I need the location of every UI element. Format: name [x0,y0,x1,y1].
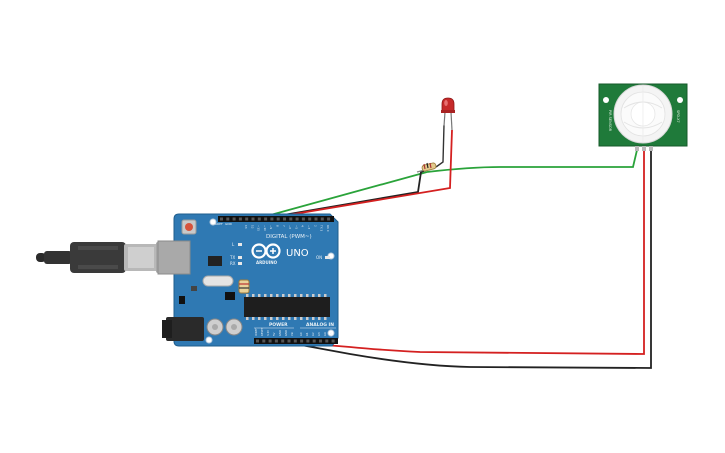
analog-pin-label: A3 [317,332,321,336]
wires [247,124,652,369]
digital-pin-label: ~6 [288,225,292,229]
header-pin-hole[interactable] [257,217,261,221]
header-pin-hole[interactable] [226,217,230,221]
header-pin-hole[interactable] [312,339,316,343]
header-pin-hole[interactable] [220,217,223,221]
digital-pin-label: 4 [301,225,305,227]
header-pin-hole[interactable] [268,339,272,343]
digital-pin-label: 2 [313,225,317,227]
header-pin-hole[interactable] [238,217,242,221]
power-pin-label: IOREF [254,328,258,336]
header-pin-hole[interactable] [283,217,286,221]
digital-pin-label: 12 [250,225,254,229]
header-pin-hole[interactable] [251,217,255,221]
header-pin-hole[interactable] [300,339,304,343]
digital-pin-label: ~11 [257,225,261,231]
header-pin-hole[interactable] [301,217,305,221]
header-pin-hole[interactable] [325,339,329,343]
digital-pin-label: ~5 [294,225,298,229]
analog-header[interactable] [298,338,338,344]
digital-pin-label: ~3 [307,225,311,229]
mount-hole [205,336,213,344]
power-pin-label: 5V [272,332,276,336]
header-pin-hole[interactable] [281,339,285,343]
on-led [325,256,330,259]
analog-pin-label: A0 [299,332,303,336]
power-pin-label: RESET [260,327,264,336]
regulator-chip [208,256,222,266]
header-pin-hole[interactable] [293,339,297,343]
header-pin-hole[interactable] [274,339,278,343]
digital-pin-label: TX 1 [320,224,324,232]
rx-led [238,262,242,265]
mount-hole [327,329,335,337]
power-pin-label: Vin [290,332,294,336]
l-label: L [232,242,235,247]
analog-pin-label: A1 [305,332,309,336]
infinity-logo-icon [251,243,281,259]
gnd-label: GND [225,222,233,226]
header-pin-hole[interactable] [331,339,335,343]
aref-label: AREF [215,222,223,226]
digital-pin-label: 7 [282,225,286,227]
power-pin-label: GND [284,330,288,336]
digital-pin-label: ~9 [269,225,273,229]
power-header[interactable] [254,338,302,344]
header-pin-hole[interactable] [287,339,291,343]
tx-label: TX [229,255,235,260]
red-led-icon[interactable] [441,97,455,131]
header-pin-hole[interactable] [319,339,322,343]
header-pin-hole[interactable] [256,339,259,343]
power-pin-label: GND [278,330,282,336]
header-pin-hole[interactable] [264,217,268,221]
resistor-icon[interactable] [416,162,437,173]
header-pin-hole[interactable] [320,217,324,221]
header-pin-hole[interactable] [306,339,310,343]
digital-pin-label: RX 0 [326,225,330,232]
onboard-resistor [238,279,250,294]
signal-wire[interactable] [255,149,638,220]
analog-label: ANALOG IN [306,322,334,328]
pir-sensor-icon[interactable]: PIR SENSOR SPD-X7 [598,83,688,151]
power-label: POWER [269,322,288,328]
pir-ground-wire[interactable] [289,150,652,369]
l-led [238,243,242,246]
header-pin-hole[interactable] [295,217,299,221]
header-pin-hole[interactable] [232,217,236,221]
model-label: UNO [286,248,309,259]
header-pin-hole[interactable] [289,217,293,221]
digital-pin-label: ~10 [263,225,267,231]
tx-led [238,256,242,259]
pir-power-wire[interactable] [299,150,645,355]
header-pin-hole[interactable] [308,217,312,221]
digital-header[interactable] [218,216,334,222]
analog-pin-label: A5 [329,332,333,336]
power-jack [166,317,204,341]
led-power-wire[interactable] [251,129,453,222]
header-pin-hole[interactable] [276,217,280,221]
digital-pin-label: 13 [244,225,248,229]
header-pin-hole[interactable] [270,217,274,221]
pir-right-label: SPD-X7 [676,110,680,123]
microcontroller-chip [244,294,330,320]
analog-pin-label: A2 [311,332,315,336]
power-pin-label: 3.3V [266,330,270,336]
crystal [202,275,234,287]
digital-pin-label: 8 [276,225,280,227]
header-pin-hole[interactable] [327,217,331,221]
analog-pin-label: A4 [323,332,327,336]
rx-label: RX [230,261,236,266]
usb-port [157,240,191,275]
header-pin-hole[interactable] [314,217,318,221]
on-label: ON [316,255,322,260]
pir-left-label: PIR SENSOR [608,110,612,132]
brand-label: ARDUINO [256,260,278,265]
header-pin-hole[interactable] [262,339,266,343]
digital-header-label: DIGITAL (PWM~) [266,234,312,240]
led-leg-wire [435,124,445,168]
header-pin-hole[interactable] [245,217,249,221]
mount-hole [209,218,217,226]
